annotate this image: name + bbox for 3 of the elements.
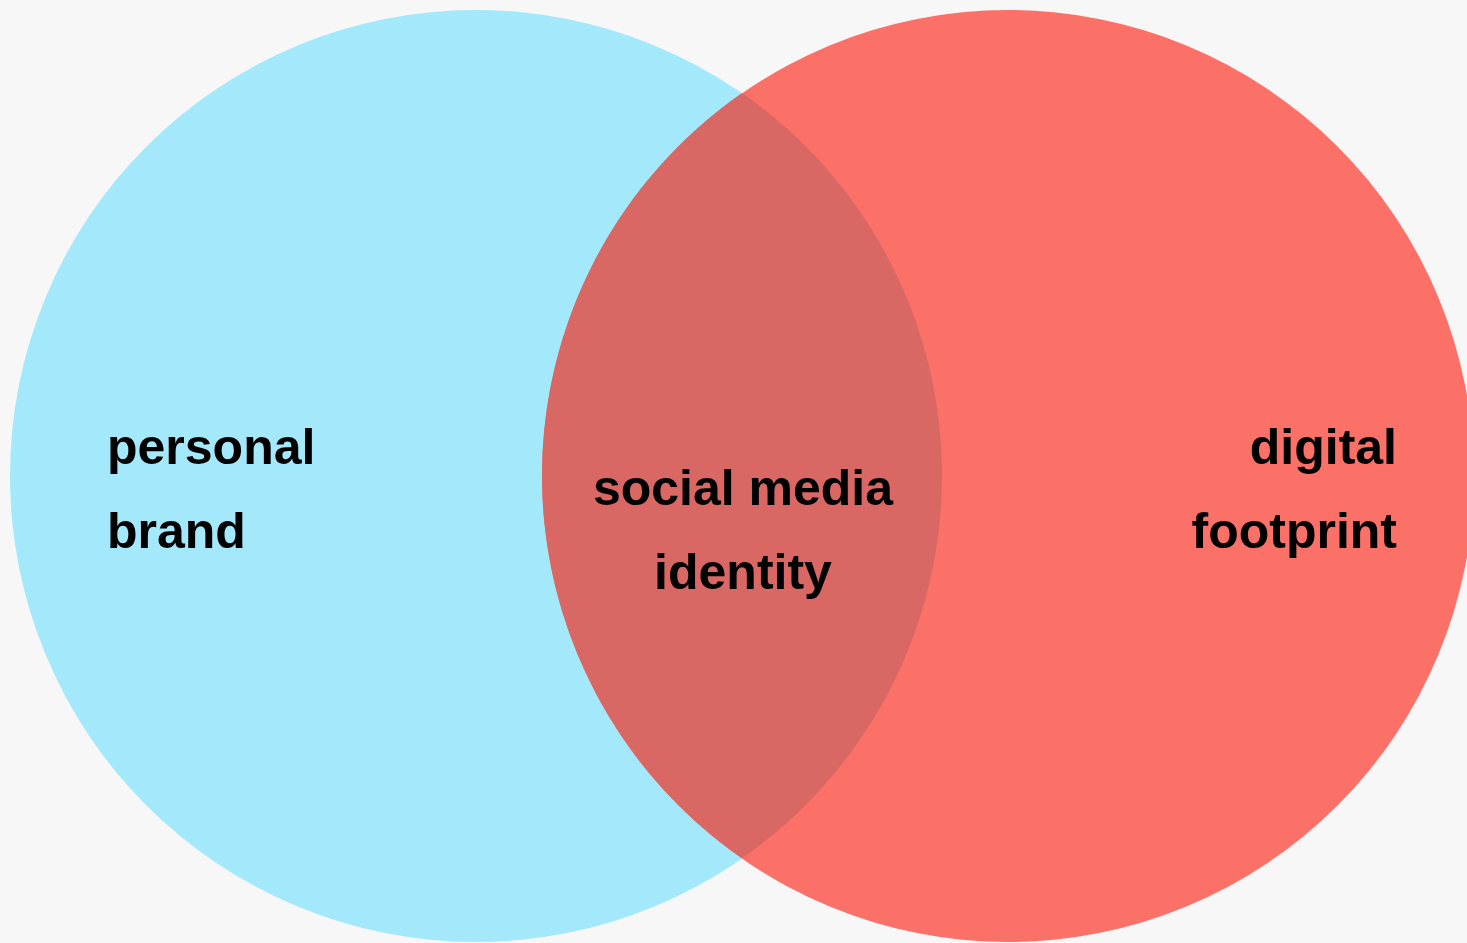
venn-label: digital footprint (1190, 418, 1397, 561)
venn-label: social media identity (591, 459, 895, 602)
venn-label: personal brand (107, 418, 317, 561)
